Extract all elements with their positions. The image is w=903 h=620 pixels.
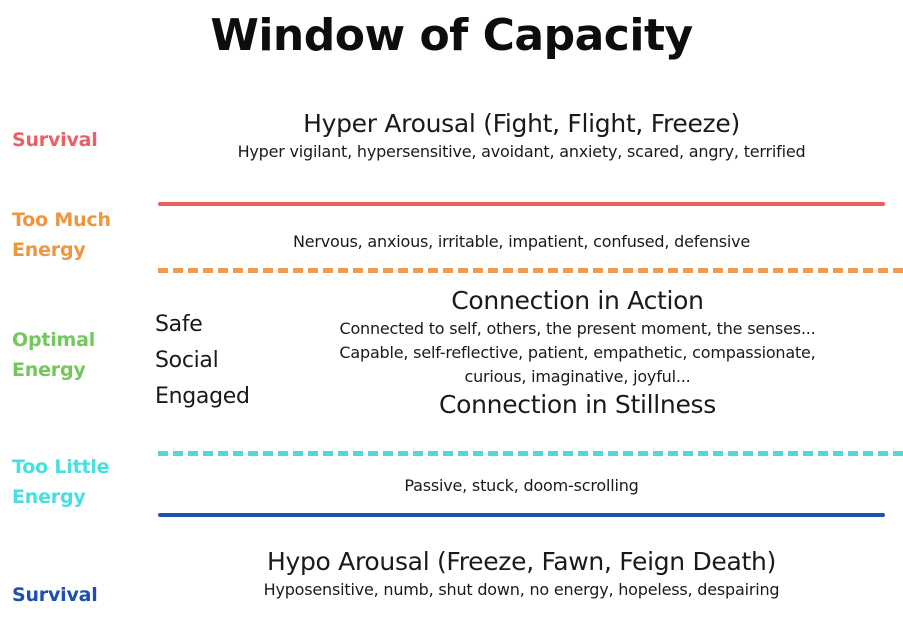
zone-label-too-much-energy: Too Much Energy — [12, 205, 162, 265]
divider-line-blue-solid — [158, 513, 885, 517]
too-much-energy-description: Nervous, anxious, irritable, impatient, … — [292, 232, 751, 251]
zone-label-optimal-energy-line1: Optimal — [12, 329, 96, 351]
divider-line-red-solid — [158, 202, 885, 206]
optimal-state-word-engaged: Engaged — [155, 384, 250, 409]
divider-line-cyan-dashed — [158, 451, 903, 456]
zone-label-too-much-energy-line1: Too Much — [12, 209, 111, 231]
band-too-much-energy: Nervous, anxious, irritable, impatient, … — [158, 230, 885, 253]
too-little-energy-description: Passive, stuck, doom-scrolling — [404, 476, 639, 495]
band-too-little-energy: Passive, stuck, doom-scrolling — [158, 474, 885, 497]
zone-label-too-little-energy: Too Little Energy — [12, 452, 162, 512]
band-hyper-arousal: Hyper Arousal (Fight, Flight, Freeze) Hy… — [158, 108, 885, 163]
band-hypo-arousal: Hypo Arousal (Freeze, Fawn, Feign Death)… — [158, 546, 885, 601]
optimal-state-words: Safe Social Engaged — [155, 307, 270, 415]
divider-line-orange-dashed — [158, 268, 903, 273]
page-title: Window of Capacity — [210, 10, 693, 61]
zone-label-too-little-energy-line1: Too Little — [12, 456, 110, 478]
zone-label-too-much-energy-line2: Energy — [12, 239, 86, 261]
hypo-arousal-heading: Hypo Arousal (Freeze, Fawn, Feign Death) — [266, 547, 777, 576]
zone-label-survival-top: Survival — [12, 125, 162, 155]
hypo-arousal-description: Hyposensitive, numb, shut down, no energ… — [263, 580, 780, 599]
optimal-description-line2: Capable, self-reflective, patient, empat… — [339, 343, 816, 362]
optimal-state-word-social: Social — [155, 348, 219, 373]
optimal-state-word-safe: Safe — [155, 312, 203, 337]
zone-label-survival-top-text: Survival — [12, 129, 98, 151]
zone-label-survival-bottom: Survival — [12, 580, 162, 610]
zone-label-too-little-energy-line2: Energy — [12, 486, 86, 508]
hyper-arousal-description: Hyper vigilant, hypersensitive, avoidant… — [237, 142, 806, 161]
zone-label-survival-bottom-text: Survival — [12, 584, 98, 606]
optimal-description-line1: Connected to self, others, the present m… — [339, 319, 816, 338]
band-optimal-energy: Connection in Action Connected to self, … — [270, 285, 885, 421]
connection-in-action-heading: Connection in Action — [451, 286, 704, 315]
zone-label-optimal-energy: Optimal Energy — [12, 325, 162, 385]
optimal-description-line3: curious, imaginative, joyful... — [464, 367, 691, 386]
connection-in-stillness-heading: Connection in Stillness — [438, 390, 717, 419]
zone-label-optimal-energy-line2: Energy — [12, 359, 86, 381]
hyper-arousal-heading: Hyper Arousal (Fight, Flight, Freeze) — [303, 109, 740, 138]
